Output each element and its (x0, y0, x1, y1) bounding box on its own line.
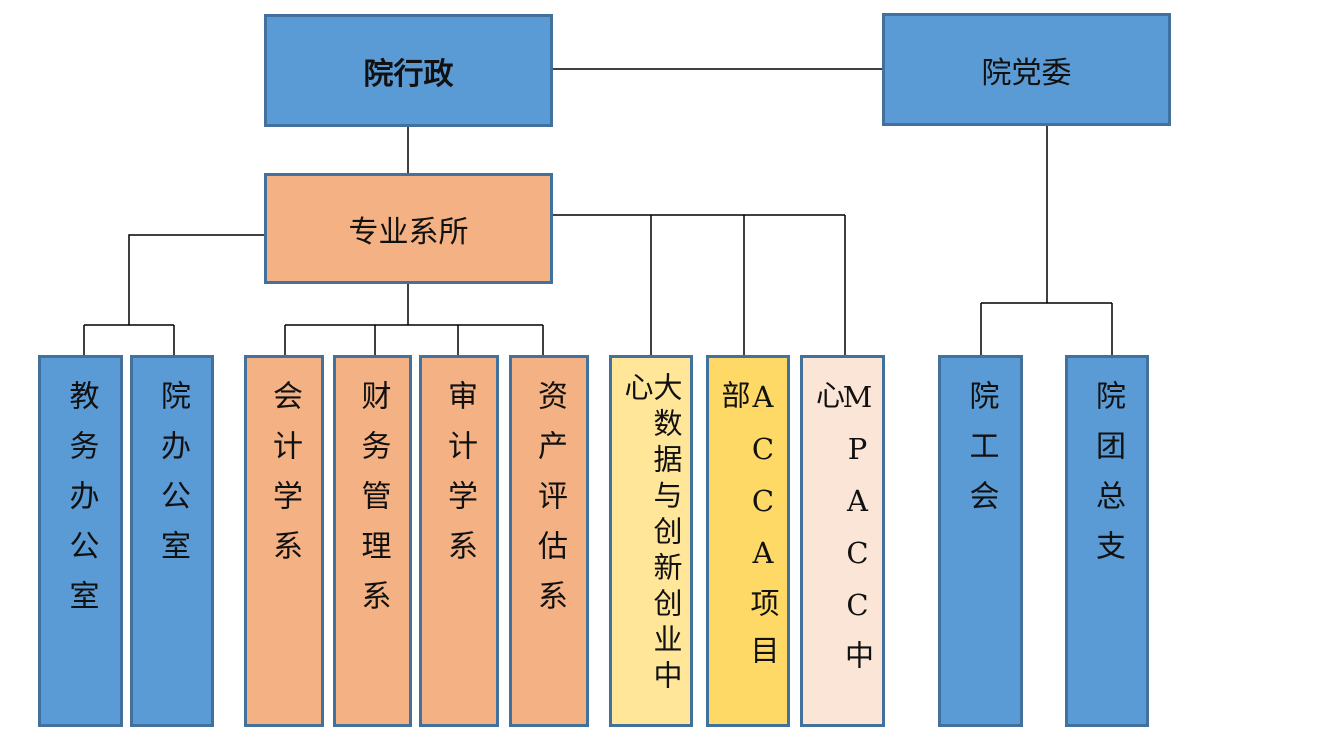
node-label: ACCA项目部 (717, 380, 780, 682)
node-label: 财务管理系 (355, 380, 391, 630)
office-branch (128, 234, 264, 325)
node-label: 院行政 (363, 56, 454, 92)
node-union: 院工会 (938, 355, 1023, 727)
node-departments: 专业系所 (264, 173, 553, 284)
node-college-office: 院办公室 (130, 355, 214, 727)
node-label: 大数据与创新创业中心 (620, 372, 683, 696)
node-asset-appraisal: 资产评估系 (509, 355, 589, 727)
node-big-data-center: 大数据与创新创业中心 (609, 355, 693, 727)
node-label: 院团总支 (1090, 380, 1125, 580)
node-financial-management: 财务管理系 (333, 355, 412, 727)
node-auditing: 审计学系 (419, 355, 499, 727)
node-academic-office: 教务办公室 (38, 355, 123, 727)
node-label: 院党委 (981, 55, 1072, 91)
node-label: 教务办公室 (63, 380, 99, 630)
node-label: MPACC中心 (811, 380, 875, 687)
node-youth-league: 院团总支 (1065, 355, 1149, 727)
node-label: 专业系所 (348, 214, 469, 250)
node-label: 资产评估系 (532, 380, 567, 630)
node-acca: ACCA项目部 (706, 355, 790, 727)
node-label: 会计学系 (267, 380, 302, 580)
node-accounting: 会计学系 (244, 355, 324, 727)
node-mpacc: MPACC中心 (800, 355, 885, 727)
node-label: 院办公室 (155, 380, 190, 580)
node-label: 审计学系 (442, 380, 477, 580)
node-admin: 院行政 (264, 14, 553, 127)
node-label: 院工会 (963, 380, 999, 530)
node-party: 院党委 (882, 13, 1171, 126)
